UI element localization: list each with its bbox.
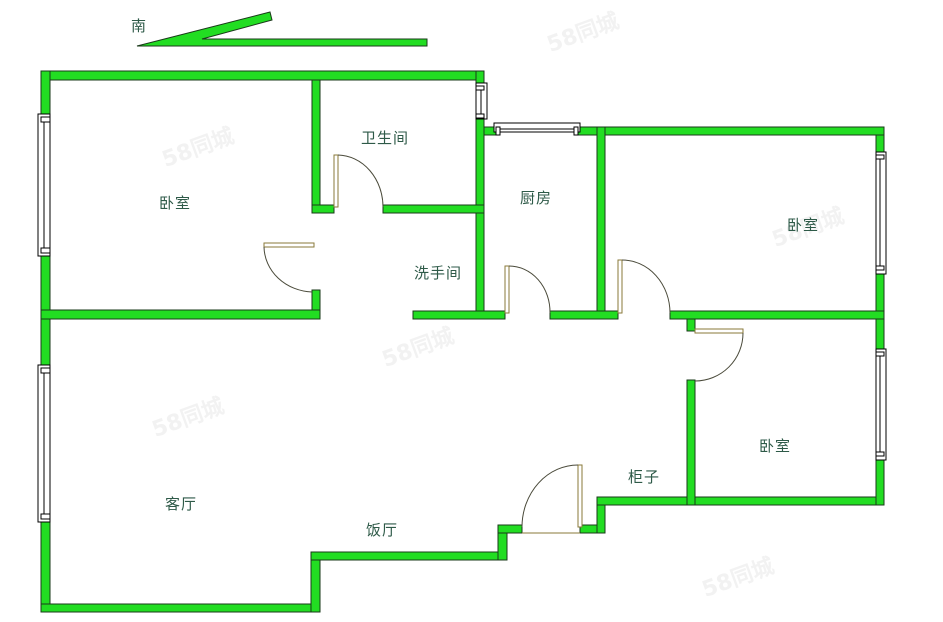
room-label-living-room: 客厅: [165, 495, 198, 513]
door-east-bedroom[interactable]: [617, 259, 671, 314]
window-west-living: [37, 364, 51, 523]
room-label-cabinet: 柜子: [628, 468, 661, 486]
window-east-bedroom: [875, 151, 887, 275]
room-label-bathroom: 卫生间: [361, 129, 410, 147]
room-label-bedroom-east: 卧室: [787, 216, 820, 234]
window-west-bedroom: [37, 113, 51, 257]
room-label-bedroom-northwest: 卧室: [159, 194, 192, 212]
room-label-washroom: 洗手间: [414, 264, 463, 282]
room-label-dining-room: 饭厅: [366, 521, 399, 539]
walls: [40, 70, 885, 613]
door-entry[interactable]: [521, 464, 583, 534]
compass-south-label: 南: [131, 17, 147, 35]
window-southeast-bedroom: [875, 348, 887, 461]
door-bathroom[interactable]: [333, 154, 384, 208]
door-kitchen[interactable]: [504, 265, 551, 314]
door-southeast-bedroom[interactable]: [694, 328, 744, 382]
door-northwest-bedroom[interactable]: [263, 242, 315, 293]
room-label-bedroom-southeast: 卧室: [759, 437, 792, 455]
window-kitchen: [493, 122, 581, 136]
window-bathroom: [475, 82, 488, 120]
room-label-kitchen: 厨房: [520, 189, 553, 207]
compass-arrow-icon: [136, 11, 428, 47]
